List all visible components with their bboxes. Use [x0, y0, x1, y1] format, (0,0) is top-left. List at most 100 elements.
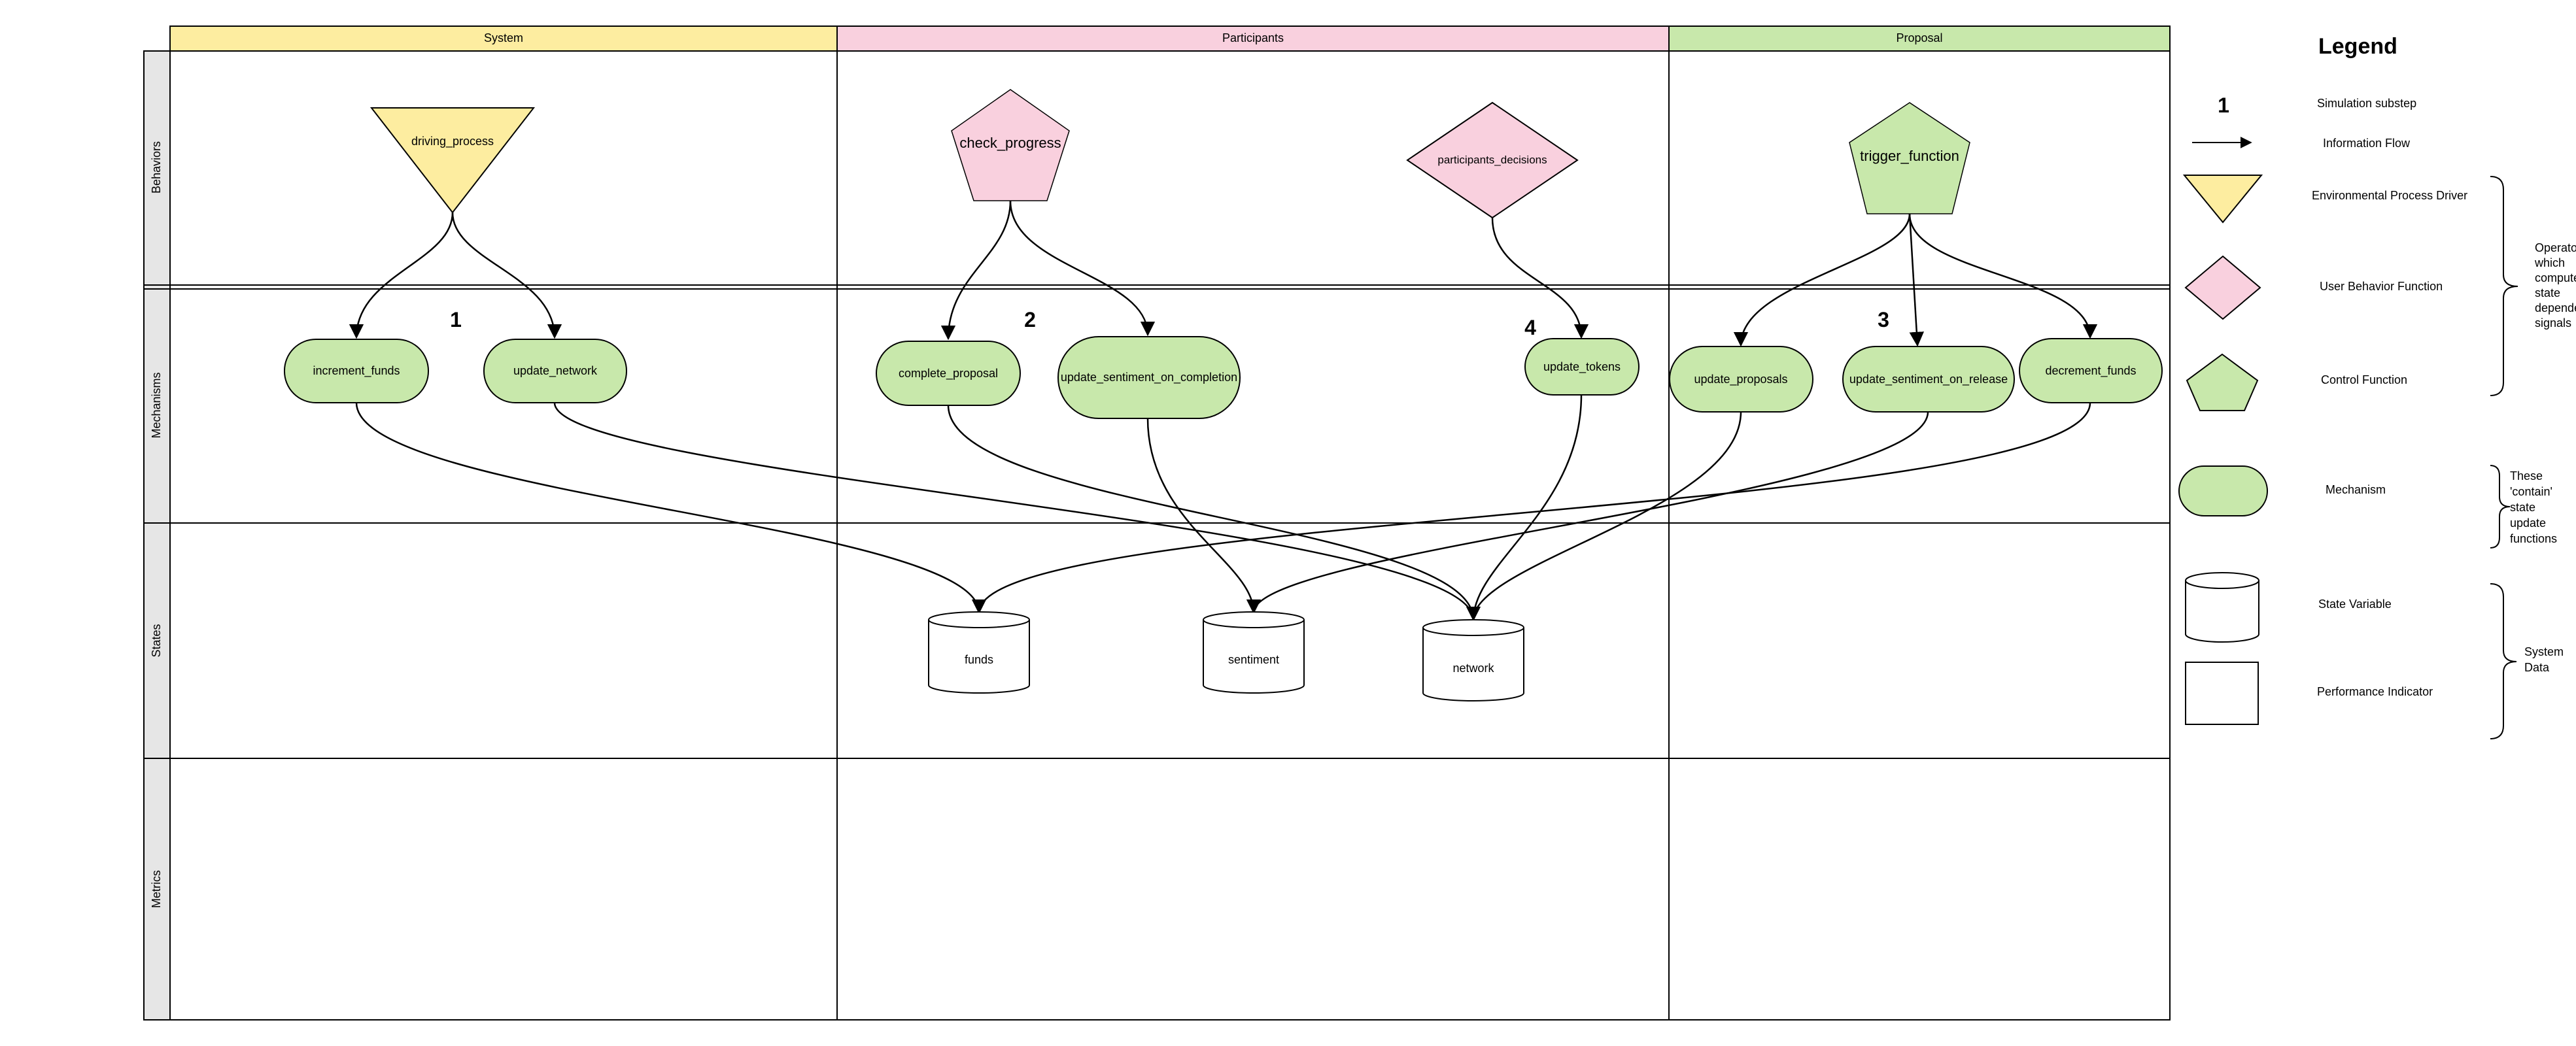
legend-control-function: Control Function: [2321, 373, 2407, 386]
legend-cylinder-icon-top: [2185, 572, 2259, 589]
legend-state-variable: State Variable: [2318, 598, 2392, 611]
legend-note-line: which: [2534, 256, 2565, 269]
swimlane-grid: [144, 50, 2171, 1021]
edge-trigger-to-update-proposals: [1733, 213, 1911, 347]
column-header-participants-label: Participants: [1222, 31, 1284, 44]
state-variable-cylinder-top: [928, 611, 1030, 628]
mechanism-increment-funds-label: increment_funds: [313, 364, 400, 378]
state-variable-cylinder-top: [1422, 619, 1524, 636]
legend-note-line: state: [2510, 501, 2535, 514]
substep-3: 3: [1878, 308, 1889, 331]
edge-decisions-to-update-tokens: [1491, 217, 1589, 339]
legend-pentagon-icon: [2186, 353, 2259, 411]
legend-mechanism: Mechanism: [2326, 483, 2386, 496]
state-network: network: [1422, 619, 1524, 701]
mechanisms: [284, 336, 2163, 419]
mechanism-complete-proposal: [876, 341, 1021, 406]
state-variable-cylinder: [1203, 620, 1305, 694]
legend-note-line: depende: [2535, 301, 2576, 314]
mechanism-decrement-funds: [2019, 338, 2163, 403]
user-behavior-function-shape: [1406, 101, 1579, 219]
behaviors: driving_process check_progress participa…: [369, 89, 1970, 219]
legend-brace-operators: [2490, 176, 2518, 396]
behavior-participants-decisions-label: participants_decisions: [1437, 154, 1547, 166]
legend-title: Legend: [2318, 34, 2397, 59]
row-labels: Behaviors Mechanisms States Metrics: [143, 50, 171, 1021]
legend-note-line: signals: [2535, 316, 2571, 329]
behavior-trigger-function-label: trigger_function: [1860, 148, 1959, 164]
legend-mechanism-note: These 'contain' state update functions: [2510, 469, 2557, 545]
state-variable-cylinder: [928, 620, 1030, 694]
state-variable-cylinder: [1422, 628, 1524, 701]
row-label-metrics: Metrics: [150, 870, 163, 908]
mechanism-complete-proposal-label: complete_proposal: [899, 367, 998, 380]
control-function-shape: [951, 89, 1070, 201]
legend-system-data-note: System Data: [2524, 645, 2564, 674]
legend-note-line: System: [2524, 645, 2564, 658]
legend-information-flow: Information Flow: [2323, 137, 2411, 150]
legend-operators-note: Operato which compute state depende sign…: [2534, 241, 2576, 329]
legend-note-line: compute: [2535, 271, 2576, 284]
legend-cylinder-icon: [2185, 581, 2259, 643]
behavior-check-progress: check_progress: [951, 89, 1070, 201]
edge-driving-to-update-network: [451, 212, 562, 339]
row-label-states: States: [150, 624, 163, 657]
legend-brace-system-data: [2490, 583, 2517, 739]
edge-update-network-to-network: [553, 402, 1481, 622]
state-funds-label: funds: [965, 653, 993, 666]
behavior-check-progress-label: check_progress: [959, 135, 1061, 151]
edge-driving-to-increment-funds: [349, 212, 454, 339]
state-sentiment: sentiment: [1203, 611, 1305, 694]
behavior-participants-decisions: participants_decisions: [1406, 101, 1579, 219]
state-network-label: network: [1452, 662, 1494, 675]
mechanism-update-proposals-label: update_proposals: [1694, 373, 1787, 386]
mechanism-update-network-label: update_network: [513, 364, 598, 378]
mechanism-decrement-funds-label: decrement_funds: [2045, 364, 2136, 378]
mechanism-update-tokens: [1524, 338, 1640, 396]
edge-complete-proposal-to-network: [947, 405, 1475, 620]
control-function-shape: [1849, 102, 1970, 214]
mechanism-update-tokens-label: update_tokens: [1543, 360, 1621, 374]
legend-note-line: update: [2510, 516, 2546, 530]
state-funds: funds: [928, 611, 1030, 694]
legend-simulation-substep: Simulation substep: [2317, 97, 2416, 110]
mechanism-labels: increment_funds update_network complete_…: [313, 360, 2136, 386]
legend-note-line: functions: [2510, 532, 2557, 545]
column-header-proposal-label: Proposal: [1896, 31, 1942, 44]
edge-update-proposals-to-network: [1472, 411, 1742, 620]
information-flow-edges: [349, 200, 2098, 622]
column-headers: System Participants Proposal: [169, 25, 2171, 52]
row-label-mechanisms: Mechanisms: [150, 372, 163, 438]
behavior-trigger-function: trigger_function: [1849, 102, 1970, 214]
edge-check-progress-to-sentiment-completion: [1009, 200, 1156, 337]
column-header-system: [169, 25, 838, 52]
behavior-driving-process-label: driving_process: [411, 135, 494, 148]
mechanism-update-network: [483, 339, 627, 403]
legend-diamond-icon: [2184, 255, 2261, 320]
edge-update-tokens-to-network: [1472, 394, 1583, 620]
legend-mechanism-icon: [2178, 465, 2268, 516]
behavior-driving-process: driving_process: [369, 107, 536, 214]
environmental-process-driver-shape: [369, 107, 536, 214]
edge-trigger-to-sentiment-release: [1908, 213, 1925, 347]
legend-performance-indicator: Performance Indicator: [2317, 685, 2433, 698]
substep-2: 2: [1024, 308, 1036, 331]
substep-numbers: 1 2 4 3: [450, 308, 1889, 339]
mechanism-update-sentiment-on-release: [1842, 346, 2015, 413]
states: funds sentiment network: [928, 611, 1524, 701]
mechanism-update-proposals: [1669, 346, 1813, 413]
legend-user-behavior-function: User Behavior Function: [2320, 280, 2443, 293]
legend-square-icon: [2185, 662, 2259, 725]
state-sentiment-label: sentiment: [1228, 653, 1279, 666]
edge-check-progress-to-complete-proposal: [940, 200, 1012, 341]
legend-brace-mechanism: [2490, 465, 2511, 548]
edge-increment-funds-to-funds: [355, 402, 987, 615]
mechanism-increment-funds: [284, 339, 429, 403]
edge-trigger-to-decrement-funds: [1908, 213, 2098, 339]
legend-note-line: Data: [2524, 661, 2550, 674]
column-header-participants: [836, 25, 1670, 52]
legend-triangle-icon: [2182, 175, 2263, 224]
legend-note-line: 'contain': [2510, 485, 2552, 498]
legend-note-line: state: [2535, 286, 2560, 299]
